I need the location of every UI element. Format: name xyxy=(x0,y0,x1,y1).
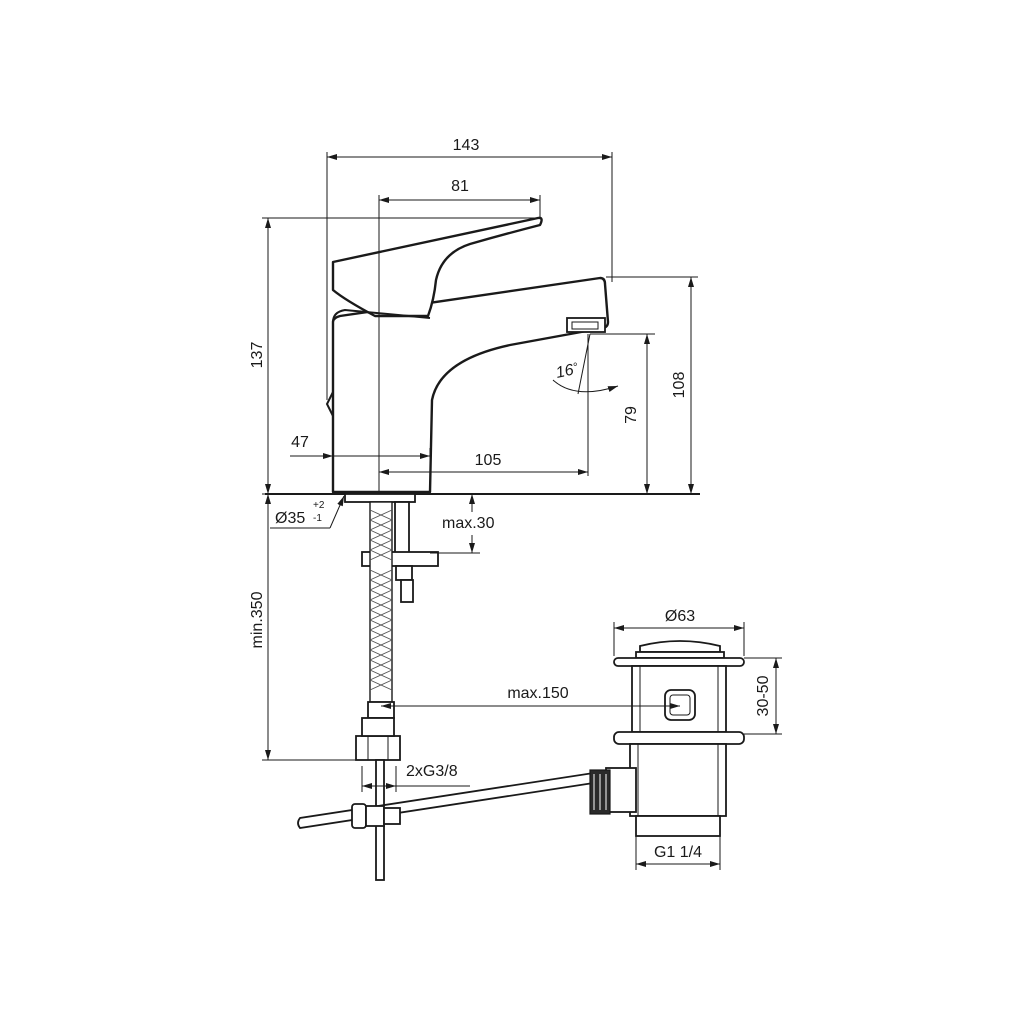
popup-rod xyxy=(297,770,601,829)
dim-connection-thread: 2xG3/8 xyxy=(406,763,458,780)
dim-waste-flange-diameter: Ø63 xyxy=(665,608,695,625)
faucet-body xyxy=(325,216,610,494)
dim-deck-thickness: max.30 xyxy=(442,515,495,532)
dim-spout-height-top: 108 xyxy=(671,372,688,399)
dim-hole-tol-upper: +2 xyxy=(313,500,325,511)
dim-lever-length: 81 xyxy=(451,178,469,195)
dim-overall-height: 137 xyxy=(249,342,266,369)
dim-waste-thread: G1 1/4 xyxy=(654,844,702,861)
dim-overall-width: 143 xyxy=(453,137,480,154)
dim-spout-outlet-height: 79 xyxy=(623,406,640,424)
dim-waste-depth-range: 30-50 xyxy=(755,675,772,716)
dim-body-offset: 47 xyxy=(291,434,309,451)
dim-hose-length: min.350 xyxy=(249,591,266,648)
dimension-lines xyxy=(262,152,782,870)
dim-waste-distance: max.150 xyxy=(507,685,568,702)
waste-valve xyxy=(589,640,745,837)
dim-spout-angle: 16° xyxy=(554,360,580,382)
dim-hole-diameter: Ø35 xyxy=(275,510,305,527)
dim-hole-tol-lower: -1 xyxy=(313,513,322,524)
dim-spout-reach: 105 xyxy=(475,452,502,469)
